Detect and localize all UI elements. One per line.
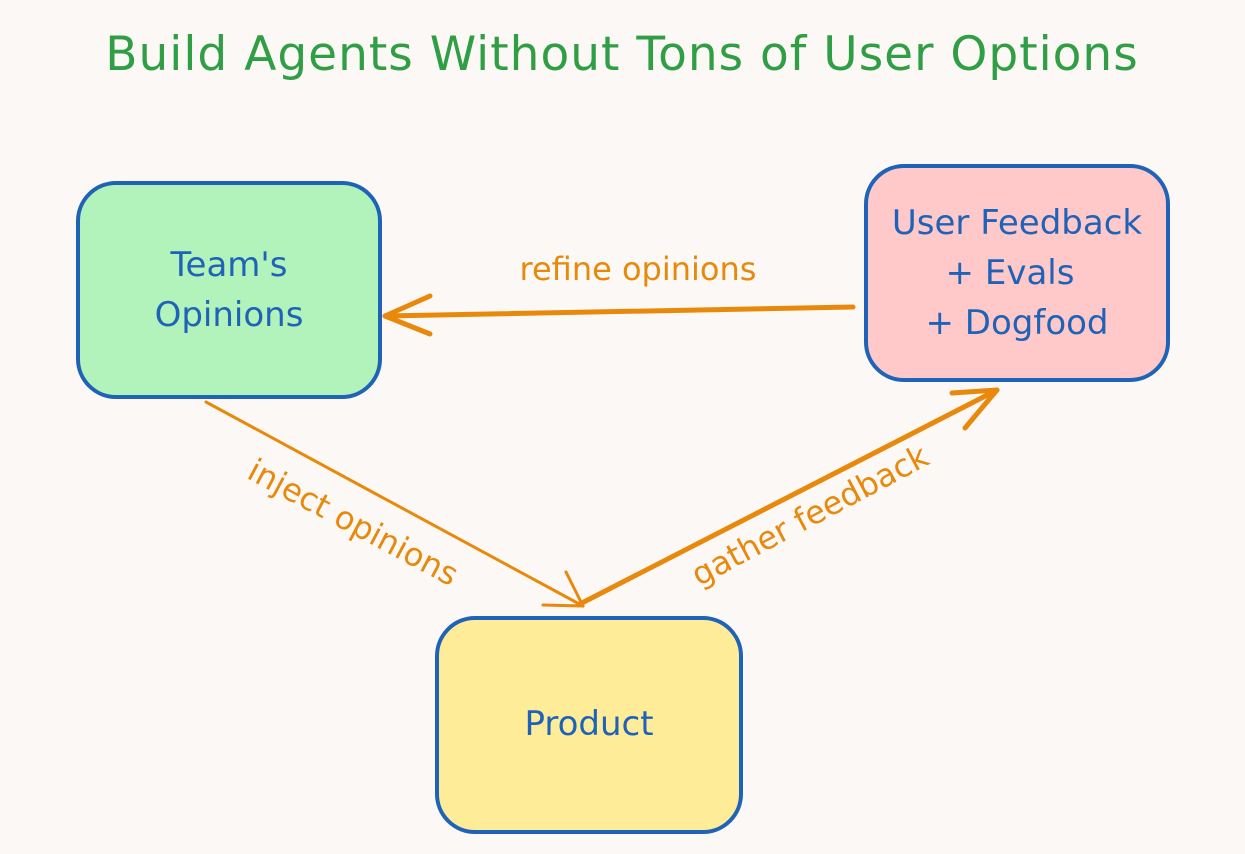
edge-refine-opinions: refine opinions (382, 250, 856, 337)
node-team-opinions-line-1: Team's (170, 245, 288, 285)
node-team-opinions-box (76, 181, 382, 399)
edge-inject-opinions: inject opinions (204, 400, 585, 608)
edge-inject-opinions-arrowhead (541, 570, 585, 608)
edge-inject-opinions-line (204, 400, 585, 608)
node-user-feedback-box (864, 164, 1170, 382)
edge-gather-feedback-arrowhead (949, 387, 1000, 431)
node-user-feedback-line-2: + Evals (946, 253, 1075, 293)
node-product: Product (435, 616, 743, 834)
edge-gather-feedback-label: gather feedback (685, 437, 935, 594)
node-product-line-1: Product (524, 704, 653, 744)
edge-refine-opinions-arrowhead (382, 293, 433, 337)
node-user-feedback-line-3: + Dogfood (925, 303, 1108, 343)
edge-gather-feedback-line (575, 387, 1000, 608)
node-team-opinions: Team's Opinions (76, 181, 382, 399)
node-user-feedback-line-1: User Feedback (892, 203, 1143, 243)
node-user-feedback: User Feedback + Evals + Dogfood (864, 164, 1170, 382)
node-team-opinions-line-2: Opinions (155, 295, 304, 335)
edge-refine-opinions-line (382, 304, 856, 319)
edge-gather-feedback: gather feedback (575, 387, 1000, 608)
node-product-box (435, 616, 743, 834)
diagram-title: Build Agents Without Tons of User Option… (105, 27, 1138, 82)
edge-refine-opinions-label: refine opinions (520, 250, 757, 288)
